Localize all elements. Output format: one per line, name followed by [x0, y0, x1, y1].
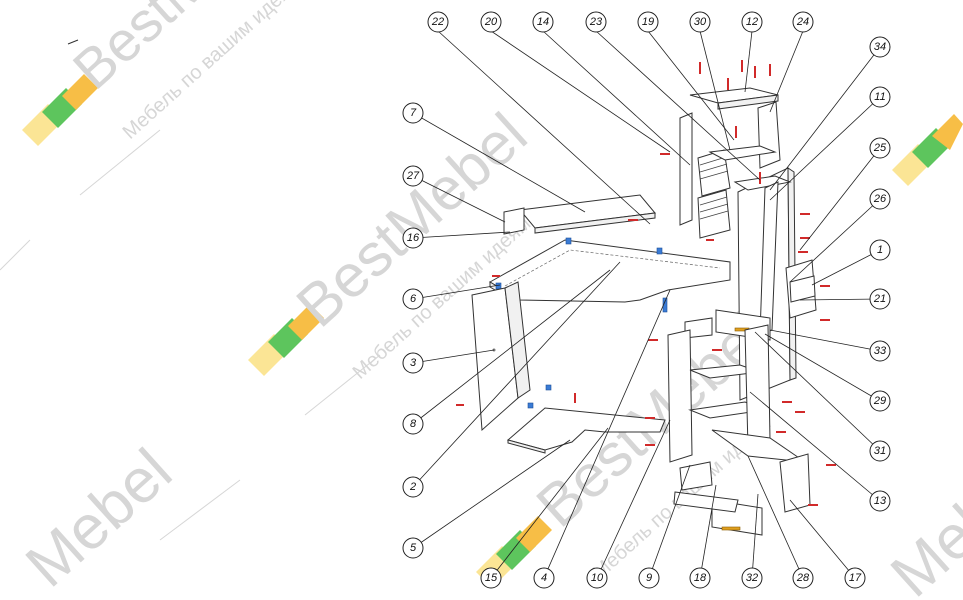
- svg-text:19: 19: [642, 16, 654, 28]
- svg-text:16: 16: [407, 232, 420, 244]
- callout-25: 25: [869, 137, 891, 159]
- screw-set: [456, 60, 836, 506]
- callout-7: 7: [402, 102, 424, 124]
- part-18-bottom-panel: [673, 491, 739, 513]
- callout-5: 5: [402, 537, 424, 559]
- callout-4: 4: [533, 567, 555, 589]
- callout-31: 31: [869, 440, 891, 462]
- svg-text:31: 31: [874, 445, 886, 457]
- callout-15: 15: [480, 567, 502, 589]
- part-12-top-cap: [689, 87, 779, 110]
- callout-33: 33: [869, 340, 891, 362]
- part-24-upper-right-panel: [757, 101, 781, 169]
- svg-text:24: 24: [796, 16, 809, 28]
- callout-23: 23: [585, 11, 607, 33]
- svg-text:4: 4: [541, 572, 547, 584]
- svg-text:7: 7: [410, 107, 417, 119]
- svg-text:20: 20: [484, 16, 498, 28]
- svg-text:27: 27: [406, 170, 420, 182]
- svg-text:1: 1: [877, 244, 883, 256]
- callout-21: 21: [869, 288, 891, 310]
- svg-text:29: 29: [873, 395, 886, 407]
- callout-3: 3: [402, 352, 424, 374]
- callout-2: 2: [402, 476, 424, 498]
- svg-text:21: 21: [873, 293, 886, 305]
- callout-16: 16: [402, 227, 424, 249]
- callout-9: 9: [638, 567, 660, 589]
- svg-text:18: 18: [694, 572, 707, 584]
- part-13-cabinet-right-side: [744, 324, 771, 449]
- callout-14: 14: [532, 11, 554, 33]
- svg-text:11: 11: [874, 91, 885, 103]
- svg-text:15: 15: [485, 572, 498, 584]
- callout-19: 19: [637, 11, 659, 33]
- callout-30: 30: [689, 11, 711, 33]
- part-9-lower-cabinet-panel: [667, 329, 693, 463]
- part-7-top-shelf: [519, 194, 656, 234]
- svg-text:26: 26: [873, 193, 887, 205]
- callout-10: 10: [586, 567, 608, 589]
- part-5-bottom-plate: [506, 384, 666, 454]
- callout-11: 11: [869, 86, 891, 108]
- svg-text:6: 6: [410, 293, 417, 305]
- svg-text:14: 14: [537, 16, 549, 28]
- svg-text:22: 22: [431, 16, 444, 28]
- svg-text:30: 30: [694, 16, 707, 28]
- callout-34: 34: [869, 36, 891, 58]
- svg-text:13: 13: [874, 495, 887, 507]
- callout-24: 24: [792, 11, 814, 33]
- part-28-lower-drawer: [679, 429, 811, 513]
- callout-28: 28: [792, 567, 814, 589]
- callout-6: 6: [402, 288, 424, 310]
- callout-26: 26: [869, 188, 891, 210]
- callout-32: 32: [741, 567, 763, 589]
- part-1-side-drawer: [785, 259, 817, 319]
- svg-text:25: 25: [873, 142, 887, 154]
- part-23-mid-shelf: [733, 175, 792, 191]
- svg-text:32: 32: [746, 572, 758, 584]
- svg-text:8: 8: [410, 418, 417, 430]
- svg-text:12: 12: [746, 16, 758, 28]
- callout-1: 1: [869, 239, 891, 261]
- svg-text:5: 5: [410, 542, 417, 554]
- svg-text:34: 34: [874, 41, 886, 53]
- callout-12: 12: [741, 11, 763, 33]
- part-27-side-support: [503, 207, 525, 235]
- svg-text:23: 23: [589, 16, 603, 28]
- svg-text:2: 2: [409, 481, 416, 493]
- callout-13: 13: [869, 490, 891, 512]
- callout-29: 29: [869, 390, 891, 412]
- part-14-upper-left-panel: [679, 112, 693, 226]
- callout-8: 8: [402, 413, 424, 435]
- svg-text:17: 17: [849, 572, 862, 584]
- part-30-small-shelf: [708, 145, 777, 161]
- svg-text:33: 33: [874, 345, 887, 357]
- callout-22: 22: [427, 11, 449, 33]
- callout-18: 18: [689, 567, 711, 589]
- svg-text:9: 9: [646, 572, 652, 584]
- svg-text:10: 10: [591, 572, 604, 584]
- leader-lines: [412, 30, 881, 579]
- callout-20: 20: [480, 11, 502, 33]
- svg-text:28: 28: [796, 572, 810, 584]
- svg-text:3: 3: [410, 357, 417, 369]
- part-22-table-top: [489, 237, 731, 313]
- part-20-cd-rack: [697, 149, 731, 239]
- part-3-left-side-panel: [471, 281, 531, 432]
- callout-27: 27: [402, 165, 424, 187]
- callout-17: 17: [844, 567, 866, 589]
